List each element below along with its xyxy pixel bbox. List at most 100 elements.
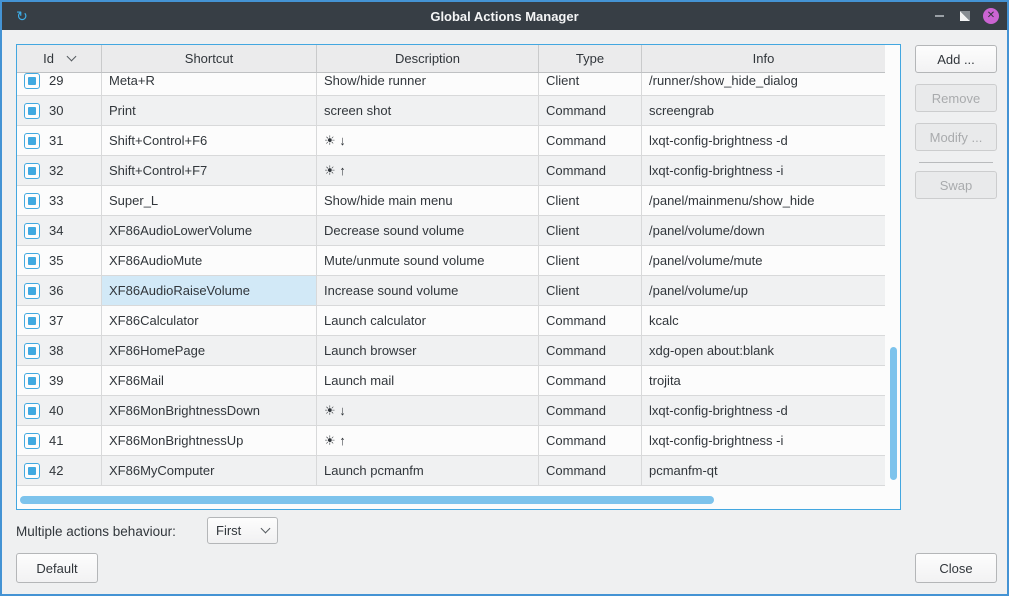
cell-id[interactable]: 34 bbox=[17, 216, 102, 245]
cell-type[interactable]: Command bbox=[539, 396, 642, 425]
row-checkbox[interactable] bbox=[24, 342, 40, 359]
cell-info[interactable]: lxqt-config-brightness -d bbox=[642, 396, 885, 425]
cell-shortcut[interactable]: Super_L bbox=[102, 186, 317, 215]
cell-type[interactable]: Client bbox=[539, 186, 642, 215]
cell-id[interactable]: 33 bbox=[17, 186, 102, 215]
cell-type[interactable]: Command bbox=[539, 156, 642, 185]
cell-info[interactable]: /panel/volume/up bbox=[642, 276, 885, 305]
cell-id[interactable]: 36 bbox=[17, 276, 102, 305]
column-header-description[interactable]: Description bbox=[317, 45, 539, 72]
row-checkbox[interactable] bbox=[24, 162, 40, 179]
cell-shortcut[interactable]: Shift+Control+F6 bbox=[102, 126, 317, 155]
cell-description[interactable]: screen shot bbox=[317, 96, 539, 125]
cell-description[interactable]: Launch mail bbox=[317, 366, 539, 395]
cell-info[interactable]: /runner/show_hide_dialog bbox=[642, 73, 885, 95]
cell-description[interactable]: Increase sound volume bbox=[317, 276, 539, 305]
titlebar[interactable]: ↻ Global Actions Manager ✕ bbox=[2, 2, 1007, 30]
column-header-shortcut[interactable]: Shortcut bbox=[102, 45, 317, 72]
cell-info[interactable]: lxqt-config-brightness -i bbox=[642, 426, 885, 455]
cell-id[interactable]: 30 bbox=[17, 96, 102, 125]
cell-shortcut[interactable]: XF86Calculator bbox=[102, 306, 317, 335]
cell-shortcut[interactable]: XF86AudioMute bbox=[102, 246, 317, 275]
cell-description[interactable]: ☀ ↑ bbox=[317, 426, 539, 455]
cell-description[interactable]: Decrease sound volume bbox=[317, 216, 539, 245]
add-button[interactable]: Add ... bbox=[915, 45, 997, 73]
cell-id[interactable]: 29 bbox=[17, 73, 102, 95]
cell-info[interactable]: trojita bbox=[642, 366, 885, 395]
cell-type[interactable]: Command bbox=[539, 426, 642, 455]
close-button[interactable]: ✕ bbox=[983, 8, 999, 24]
row-checkbox[interactable] bbox=[24, 252, 40, 269]
cell-info[interactable]: /panel/volume/mute bbox=[642, 246, 885, 275]
cell-id[interactable]: 38 bbox=[17, 336, 102, 365]
row-checkbox[interactable] bbox=[24, 282, 40, 299]
row-checkbox[interactable] bbox=[24, 192, 40, 209]
cell-shortcut[interactable]: XF86MyComputer bbox=[102, 456, 317, 485]
cell-type[interactable]: Command bbox=[539, 456, 642, 485]
horizontal-scrollbar[interactable] bbox=[20, 496, 714, 504]
minimize-button[interactable] bbox=[931, 8, 947, 24]
cell-description[interactable]: Launch pcmanfm bbox=[317, 456, 539, 485]
cell-info[interactable]: pcmanfm-qt bbox=[642, 456, 885, 485]
cell-id[interactable]: 32 bbox=[17, 156, 102, 185]
swap-button[interactable]: Swap bbox=[915, 171, 997, 199]
row-checkbox[interactable] bbox=[24, 402, 40, 419]
cell-type[interactable]: Command bbox=[539, 366, 642, 395]
cell-info[interactable]: lxqt-config-brightness -i bbox=[642, 156, 885, 185]
cell-id[interactable]: 31 bbox=[17, 126, 102, 155]
cell-shortcut[interactable]: XF86HomePage bbox=[102, 336, 317, 365]
cell-id[interactable]: 35 bbox=[17, 246, 102, 275]
row-checkbox[interactable] bbox=[24, 312, 40, 329]
column-header-type[interactable]: Type bbox=[539, 45, 642, 72]
column-header-id[interactable]: Id bbox=[17, 45, 102, 72]
cell-description[interactable]: Launch browser bbox=[317, 336, 539, 365]
cell-description[interactable]: Show/hide main menu bbox=[317, 186, 539, 215]
cell-description[interactable]: Show/hide runner bbox=[317, 73, 539, 95]
behaviour-select[interactable]: First bbox=[207, 517, 278, 544]
cell-description[interactable]: Mute/unmute sound volume bbox=[317, 246, 539, 275]
cell-description[interactable]: ☀ ↑ bbox=[317, 156, 539, 185]
row-checkbox[interactable] bbox=[24, 432, 40, 449]
cell-shortcut[interactable]: Meta+R bbox=[102, 73, 317, 95]
cell-type[interactable]: Command bbox=[539, 96, 642, 125]
row-checkbox[interactable] bbox=[24, 132, 40, 149]
cell-id[interactable]: 37 bbox=[17, 306, 102, 335]
row-checkbox[interactable] bbox=[24, 462, 40, 479]
close-dialog-button[interactable]: Close bbox=[915, 553, 997, 583]
cell-id[interactable]: 39 bbox=[17, 366, 102, 395]
default-button[interactable]: Default bbox=[16, 553, 98, 583]
cell-description[interactable]: ☀ ↓ bbox=[317, 126, 539, 155]
cell-type[interactable]: Client bbox=[539, 276, 642, 305]
cell-id[interactable]: 42 bbox=[17, 456, 102, 485]
cell-type[interactable]: Command bbox=[539, 126, 642, 155]
cell-shortcut[interactable]: XF86AudioRaiseVolume bbox=[102, 276, 317, 305]
cell-type[interactable]: Client bbox=[539, 216, 642, 245]
cell-shortcut[interactable]: Shift+Control+F7 bbox=[102, 156, 317, 185]
cell-info[interactable]: lxqt-config-brightness -d bbox=[642, 126, 885, 155]
cell-shortcut[interactable]: XF86MonBrightnessDown bbox=[102, 396, 317, 425]
cell-info[interactable]: screengrab bbox=[642, 96, 885, 125]
cell-id[interactable]: 41 bbox=[17, 426, 102, 455]
cell-description[interactable]: Launch calculator bbox=[317, 306, 539, 335]
remove-button[interactable]: Remove bbox=[915, 84, 997, 112]
restore-button[interactable] bbox=[957, 8, 973, 24]
modify-button[interactable]: Modify ... bbox=[915, 123, 997, 151]
cell-info[interactable]: xdg-open about:blank bbox=[642, 336, 885, 365]
row-checkbox[interactable] bbox=[24, 102, 40, 119]
cell-type[interactable]: Command bbox=[539, 306, 642, 335]
row-checkbox[interactable] bbox=[24, 73, 40, 89]
cell-shortcut[interactable]: XF86Mail bbox=[102, 366, 317, 395]
vertical-scrollbar[interactable] bbox=[890, 347, 897, 480]
